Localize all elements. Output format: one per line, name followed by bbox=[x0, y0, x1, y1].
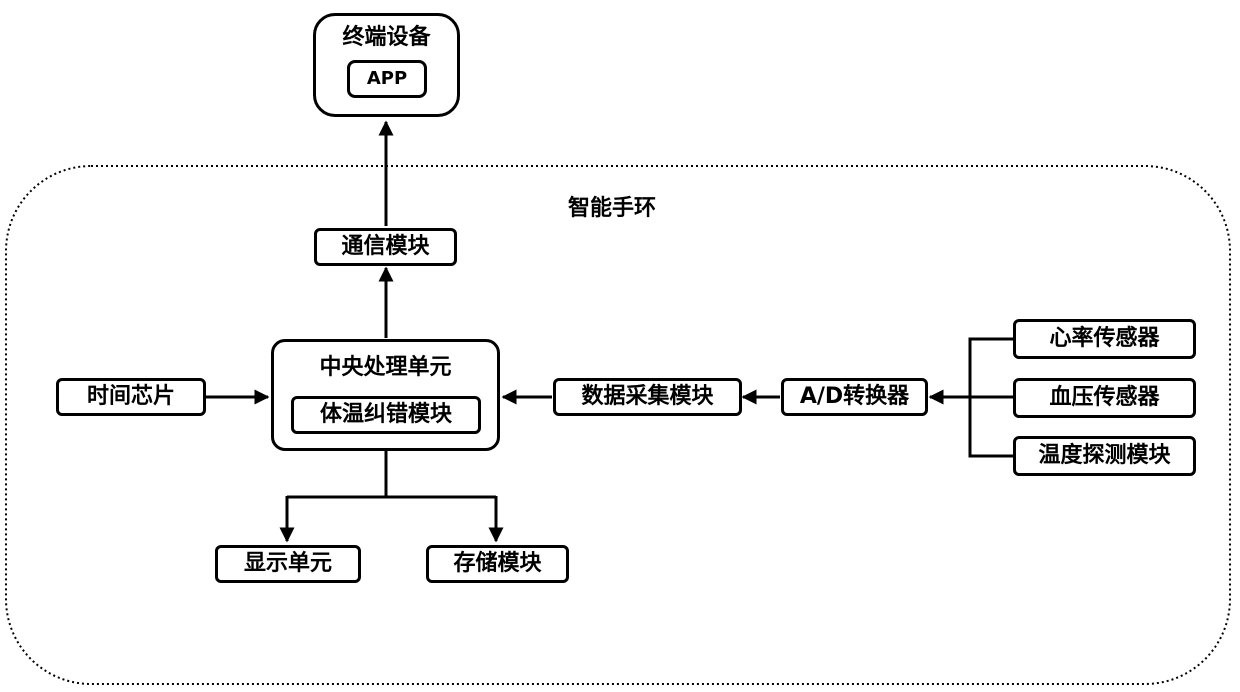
data-acquisition-box: 数据采集模块 bbox=[553, 378, 742, 416]
smart-band-container bbox=[6, 166, 1230, 684]
cpu-box: 中央处理单元 体温纠错模块 bbox=[271, 339, 500, 451]
app-box: APP bbox=[347, 60, 427, 98]
terminal-device-box: 终端设备 APP bbox=[313, 13, 460, 117]
display-unit-box: 显示单元 bbox=[215, 545, 361, 583]
cpu-title: 中央处理单元 bbox=[274, 357, 497, 379]
comm-module-box: 通信模块 bbox=[314, 228, 457, 266]
time-chip-box: 时间芯片 bbox=[56, 378, 206, 416]
temp-correction-box: 体温纠错模块 bbox=[291, 396, 481, 434]
smart-band-label: 智能手环 bbox=[568, 198, 656, 220]
heart-rate-sensor-box: 心率传感器 bbox=[1013, 319, 1196, 359]
ad-converter-box: A/D转换器 bbox=[781, 378, 928, 416]
temperature-detect-box: 温度探测模块 bbox=[1013, 436, 1196, 476]
terminal-device-title: 终端设备 bbox=[316, 27, 457, 49]
storage-module-box: 存储模块 bbox=[426, 545, 569, 583]
blood-pressure-sensor-box: 血压传感器 bbox=[1013, 378, 1196, 418]
